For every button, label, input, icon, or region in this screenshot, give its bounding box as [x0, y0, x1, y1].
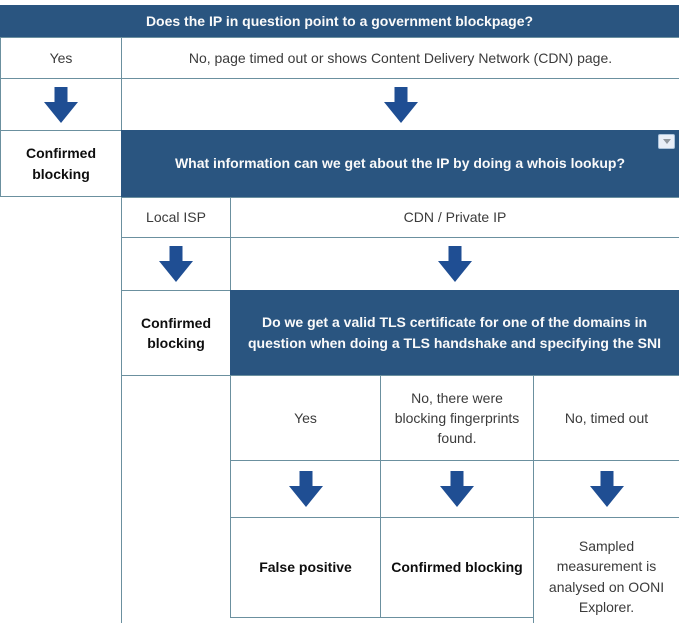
sampled-measurement-text: Sampled measurement is analysed on OONI … — [548, 537, 665, 615]
arrow-cell-no-branch — [121, 78, 679, 130]
whois-answer-cdn-cell: CDN / Private IP — [230, 197, 679, 237]
question-whois-text: What information can we get about the IP… — [174, 155, 626, 172]
arrow-cell-tls-no-timeout-branch — [533, 460, 679, 517]
down-arrow-icon — [589, 471, 624, 507]
false-positive-text: False positive — [259, 559, 352, 576]
blockpage-answer-yes-cell: Yes — [0, 37, 121, 78]
question-tls-text: Do we get a valid TLS certificate for on… — [247, 314, 662, 351]
down-arrow-icon — [159, 246, 193, 282]
arrow-cell-tls-yes-branch — [230, 460, 380, 517]
tls-no-fingerprints-text: No, there were blocking fingerprints fou… — [394, 389, 520, 447]
blockpage-answer-yes-text: Yes — [49, 49, 73, 66]
confirmed-blocking-text: Confirmed blocking — [26, 145, 96, 182]
tls-no-timeout-result-cell: Sampled measurement is analysed on OONI … — [533, 517, 679, 623]
arrow-cell-cdn-branch — [230, 237, 679, 290]
blockpage-answer-no-text: No, page timed out or shows Content Deli… — [188, 49, 613, 66]
down-arrow-icon — [44, 86, 78, 123]
arrow-cell-yes-branch — [0, 78, 121, 130]
tls-answer-yes-cell: Yes — [230, 375, 380, 460]
tls-yes-text: Yes — [294, 409, 317, 426]
down-arrow-icon — [383, 86, 418, 123]
question-blockpage-header: Does the IP in question point to a gover… — [0, 5, 679, 37]
empty-spacer-cell — [121, 375, 230, 623]
whois-answer-local-isp-cell: Local ISP — [121, 197, 230, 237]
confirmed-blocking-text: Confirmed blocking — [391, 559, 523, 576]
local-isp-text: Local ISP — [146, 209, 206, 226]
blockpage-answer-no-cell: No, page timed out or shows Content Deli… — [121, 37, 679, 78]
header-options-dropdown-button[interactable] — [658, 134, 675, 149]
question-whois-header: What information can we get about the IP… — [121, 130, 679, 197]
caret-down-icon — [662, 139, 671, 144]
confirmed-blocking-text: Confirmed blocking — [141, 314, 211, 351]
blockpage-yes-result-cell: Confirmed blocking — [0, 130, 121, 197]
question-blockpage-text: Does the IP in question point to a gover… — [145, 12, 534, 29]
whois-local-isp-result-cell: Confirmed blocking — [121, 290, 230, 375]
tls-no-timeout-text: No, timed out — [564, 409, 649, 426]
down-arrow-icon — [438, 246, 472, 282]
cdn-private-ip-text: CDN / Private IP — [403, 209, 507, 226]
arrow-cell-local-isp-branch — [121, 237, 230, 290]
down-arrow-icon — [440, 471, 474, 507]
arrow-cell-tls-no-fingerprints-branch — [380, 460, 533, 517]
tls-no-fingerprints-result-cell: Confirmed blocking — [380, 517, 533, 618]
tls-answer-no-fingerprints-cell: No, there were blocking fingerprints fou… — [380, 375, 533, 460]
tls-yes-result-cell: False positive — [230, 517, 380, 618]
down-arrow-icon — [288, 471, 323, 507]
tls-answer-no-timeout-cell: No, timed out — [533, 375, 679, 460]
question-tls-header: Do we get a valid TLS certificate for on… — [230, 290, 679, 375]
